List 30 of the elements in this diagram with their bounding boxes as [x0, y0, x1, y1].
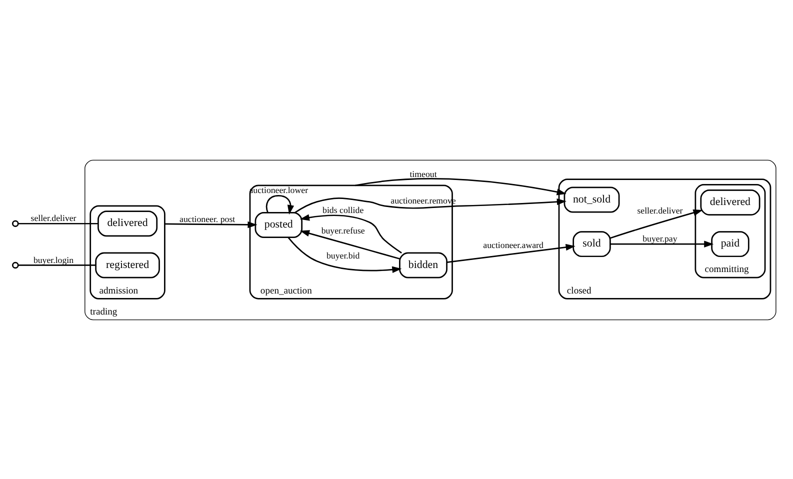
node-box: not_sold [564, 186, 620, 212]
edge-label: auctioneer. post [180, 213, 236, 224]
node-box: delivered [700, 189, 760, 215]
arrow [266, 194, 294, 214]
connector [18, 264, 96, 266]
edge-label: buyer.bid [326, 250, 360, 260]
arrow [288, 236, 402, 272]
node-box: sold [572, 230, 611, 257]
arrow [300, 230, 400, 259]
edge-label: seller.deliver [30, 212, 76, 223]
node-box: bidden [399, 252, 448, 278]
arrow [164, 220, 258, 228]
edge-label: auctioneer.award [483, 239, 544, 250]
node-box: posted [254, 212, 303, 238]
arrow [355, 178, 566, 195]
edge-label: buyer.pay [642, 233, 678, 244]
edge-label: buyer.login [33, 254, 74, 264]
arrow [294, 196, 566, 213]
arrow [610, 208, 703, 238]
edge-label: timeout [410, 168, 437, 178]
node-box: registered [95, 252, 160, 278]
arrow [610, 240, 714, 247]
arrow [446, 243, 576, 263]
node-box: paid [711, 230, 750, 257]
edge-label: buyer.refuse [321, 224, 365, 235]
connector [18, 222, 98, 224]
node-box: delivered [98, 210, 158, 236]
arrow [300, 214, 402, 253]
edge-label: bids collide [322, 204, 364, 214]
edge-label: seller.deliver [637, 205, 683, 216]
